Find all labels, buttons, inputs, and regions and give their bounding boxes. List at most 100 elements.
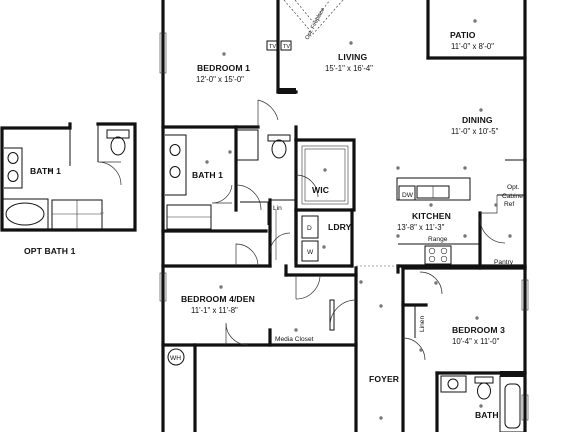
bath-sink-vanity	[440, 375, 467, 393]
light-bath1-2	[228, 150, 232, 154]
ldry-hall-door	[269, 232, 291, 254]
living-size: 15'-1" x 16'-4"	[325, 64, 373, 73]
wic-shelving-inner	[304, 148, 346, 202]
light-pantry	[508, 234, 512, 238]
opt-bath-toilet-tank	[106, 129, 130, 139]
opt-bath-walls	[0, 122, 137, 232]
light-kitchen-5	[396, 234, 400, 238]
dryer	[301, 215, 319, 239]
dining-size: 11'-0" x 10'-5"	[451, 127, 499, 136]
light-kitchen-2	[429, 203, 433, 207]
ldry-walls	[294, 208, 354, 268]
bedroom3-closet-door	[419, 271, 443, 295]
opt-cabinet-label-1: Opt.	[507, 184, 520, 191]
light-points	[205, 19, 512, 420]
bedroom1-label: BEDROOM 1	[197, 63, 250, 73]
opt-cabinet-label-2: Cabinet	[502, 193, 525, 200]
bath1-sink-2	[169, 166, 181, 178]
wic-walls	[294, 138, 356, 212]
range	[424, 245, 452, 265]
light-kitchen-4	[494, 203, 498, 207]
ldry-label: LDRY	[328, 222, 352, 232]
bath1-toilet-bowl	[271, 139, 287, 159]
bath1-label: BATH 1	[192, 170, 223, 180]
range-label: Range	[428, 236, 448, 243]
kitchen-label: KITCHEN	[412, 211, 451, 221]
wic-shelving	[301, 145, 349, 205]
wic-door	[295, 174, 319, 198]
opt-bath-toilet-bowl	[110, 136, 126, 156]
media-closet-walls	[268, 328, 358, 347]
ref-space	[480, 195, 498, 214]
burner-4	[440, 255, 448, 263]
bath1-sink-1	[169, 144, 181, 156]
fireplace-inner	[294, 0, 331, 23]
opt-bath-shower-light	[100, 211, 104, 215]
tv-box-1	[266, 40, 278, 51]
washer-label: W	[307, 249, 314, 256]
bedroom4-window	[159, 272, 167, 302]
bath1-door-2	[235, 184, 262, 211]
bedroom3-door	[402, 337, 426, 361]
light-bedroom3-door	[419, 348, 423, 352]
light-bedroom4	[219, 285, 223, 289]
foyer-label: FOYER	[369, 374, 400, 384]
opt-bath-sink-1	[7, 152, 19, 164]
bath1-door	[211, 184, 233, 204]
bedroom4-door	[295, 274, 321, 300]
light-ldry	[322, 245, 326, 249]
tv-label-1: TV	[269, 44, 276, 50]
light-bath	[479, 404, 483, 408]
dw-label: DW	[402, 192, 414, 199]
pantry-label: Pantry	[494, 259, 514, 266]
opt-bath-door	[97, 161, 122, 186]
bath-tub-basin	[504, 383, 521, 429]
light-kitchen-3	[463, 166, 467, 170]
bedroom1-door	[257, 99, 279, 127]
bedroom4-size: 11'-1" x 11'-8"	[191, 306, 238, 315]
light-wic	[323, 168, 327, 172]
opt-cabinet-outline	[505, 159, 526, 184]
opt-bath-vanity	[4, 147, 23, 189]
light-bedroom1	[222, 52, 226, 56]
living-label: LIVING	[338, 52, 367, 62]
opt-bath-tub	[2, 198, 49, 230]
fireplace-label: Opt. Fireplace	[304, 7, 326, 41]
windows	[159, 32, 529, 421]
opt-bath-title: OPT BATH 1	[24, 246, 76, 256]
patio-size: 11'-0" x 8'-0"	[451, 42, 494, 51]
bath-toilet-bowl	[477, 382, 491, 400]
light-bedroom3	[475, 316, 479, 320]
burner-1	[428, 247, 436, 255]
bath-wall-post	[500, 371, 525, 377]
opt-bath-light	[48, 168, 52, 172]
tv-label-2: TV	[283, 44, 290, 50]
light-living	[349, 41, 353, 45]
ref-label: Ref	[504, 201, 514, 208]
room-labels: PATIO 11'-0" x 8'-0" LIVING 15'-1" x 16'…	[181, 30, 505, 420]
wic-label: WIC	[312, 185, 329, 195]
media-closet-label: Media Closet	[275, 336, 314, 343]
wh-label: WH	[170, 355, 181, 362]
bedroom3-label: BEDROOM 3	[452, 325, 505, 335]
burner-2	[440, 247, 448, 255]
bedroom3-window	[521, 279, 529, 311]
bath-toilet-tank	[474, 376, 494, 384]
bath1-toilet-tank	[267, 134, 291, 142]
lin-label: Lin	[273, 205, 282, 212]
bedroom4-closet-door	[225, 322, 249, 346]
bath1-hall-door	[235, 243, 259, 267]
bedroom1-window	[159, 32, 167, 74]
opt-bath-detail: BATH 1 OPT BATH 1	[0, 122, 137, 256]
kitchen-island	[396, 177, 471, 201]
dryer-label: D	[307, 225, 312, 232]
bath-label: BATH	[475, 410, 499, 420]
wh-tank	[167, 348, 185, 366]
washer	[301, 240, 319, 262]
toilet-room	[236, 129, 259, 161]
dishwasher	[398, 185, 416, 201]
bedroom4-label: BEDROOM 4/DEN	[181, 294, 255, 304]
bedroom1-size: 12'-0" x 15'-0"	[196, 75, 244, 84]
